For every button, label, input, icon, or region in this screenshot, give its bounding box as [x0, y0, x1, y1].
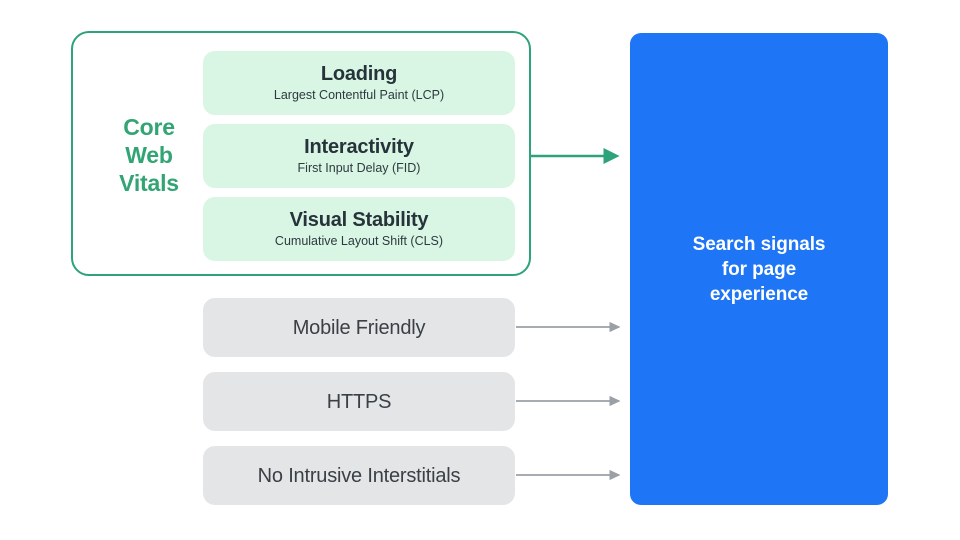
metric-card-interactivity[interactable]: Interactivity First Input Delay (FID): [203, 124, 515, 188]
metric-title: Visual Stability: [289, 209, 429, 231]
signal-card-no-intrusive-interstitials[interactable]: No Intrusive Interstitials: [203, 446, 515, 505]
signal-label: No Intrusive Interstitials: [257, 464, 461, 487]
metric-card-visual-stability[interactable]: Visual Stability Cumulative Layout Shift…: [203, 197, 515, 261]
search-signals-panel-title: Search signals for page experience: [692, 233, 826, 305]
metric-subtitle: Largest Contentful Paint (LCP): [273, 88, 445, 102]
signal-card-https[interactable]: HTTPS: [203, 372, 515, 431]
metric-subtitle: Cumulative Layout Shift (CLS): [274, 234, 444, 248]
metric-title: Loading: [320, 63, 398, 85]
search-signals-panel[interactable]: Search signals for page experience: [630, 33, 888, 505]
core-web-vitals-label: Core Web Vitals: [101, 113, 197, 197]
core-web-vitals-label-line-3: Vitals: [119, 170, 179, 196]
metric-card-loading[interactable]: Loading Largest Contentful Paint (LCP): [203, 51, 515, 115]
signal-label: HTTPS: [326, 390, 392, 413]
signal-card-mobile-friendly[interactable]: Mobile Friendly: [203, 298, 515, 357]
metric-subtitle: First Input Delay (FID): [297, 161, 421, 175]
core-web-vitals-label-line-1: Core: [123, 114, 175, 140]
core-web-vitals-label-line-2: Web: [125, 142, 173, 168]
metric-title: Interactivity: [304, 136, 414, 158]
signal-label: Mobile Friendly: [292, 316, 426, 339]
